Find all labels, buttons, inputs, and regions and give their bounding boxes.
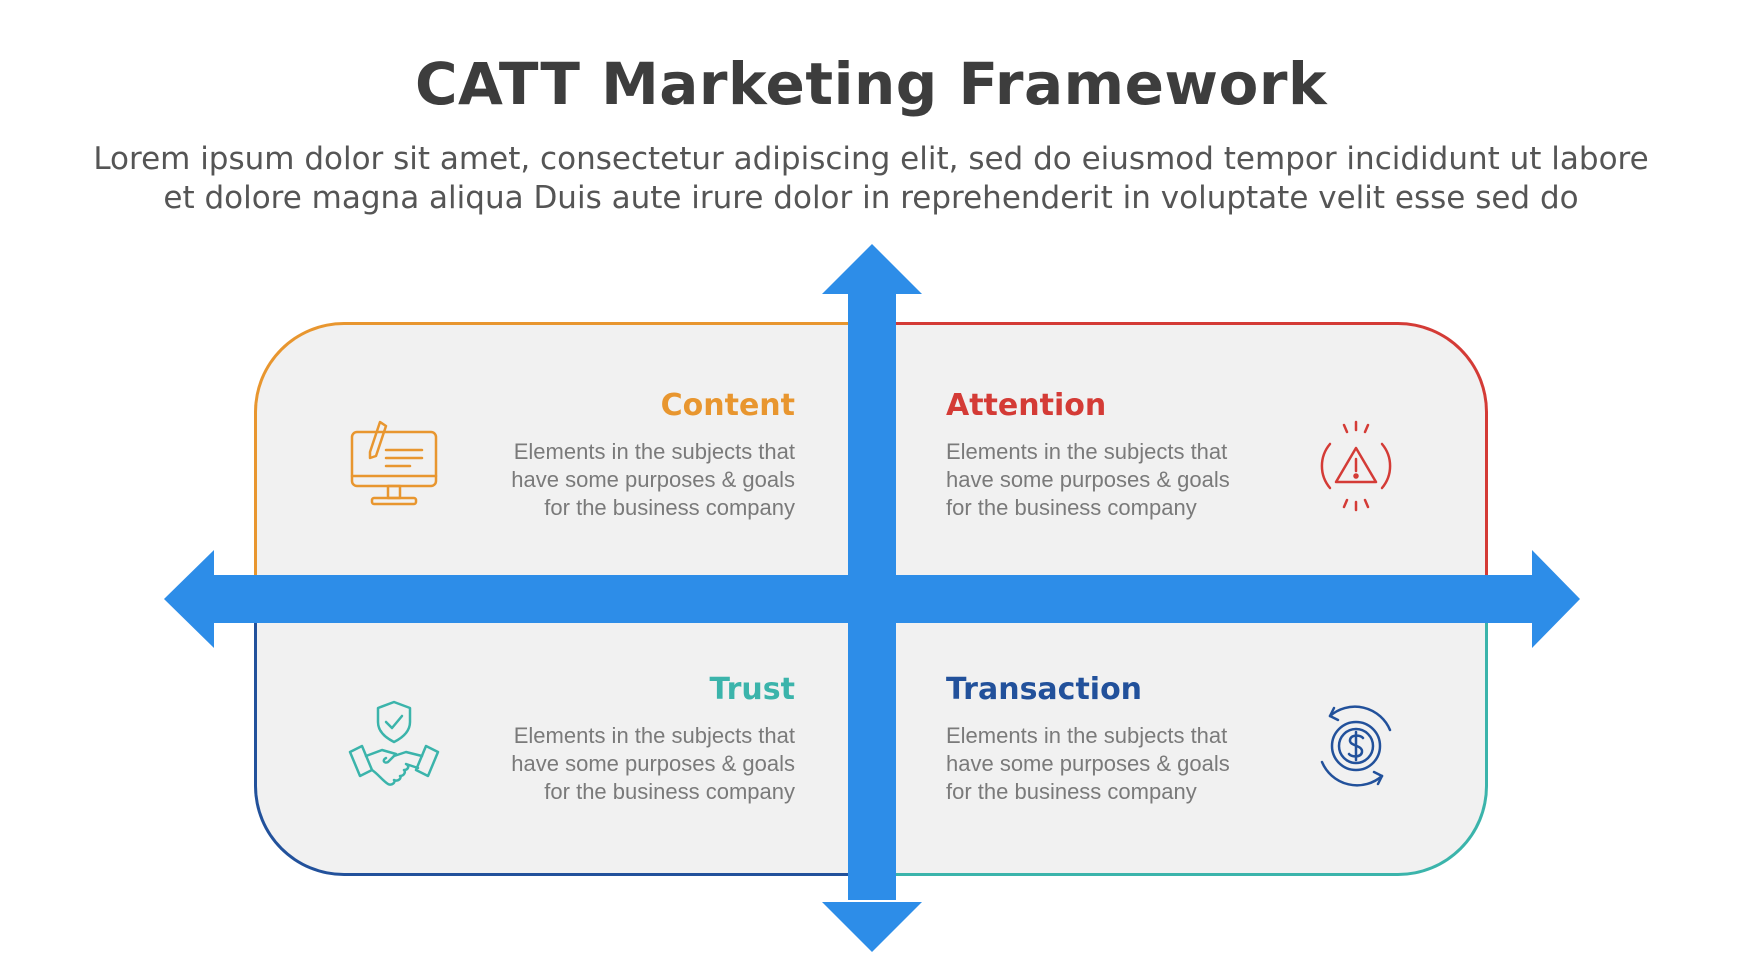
description-line: have some purposes & goals <box>946 467 1230 492</box>
content-block: Content Elements in the subjects that ha… <box>465 388 795 522</box>
description-line: Elements in the subjects that <box>946 723 1228 748</box>
transaction-block: Transaction Elements in the subjects tha… <box>946 672 1276 806</box>
description-line: Elements in the subjects that <box>513 439 795 464</box>
description-line: for the business company <box>946 779 1197 804</box>
dollar-cycle-icon <box>1320 705 1392 787</box>
attention-title: Attention <box>946 388 1107 423</box>
attention-block: Attention Elements in the subjects that … <box>946 388 1276 522</box>
page-subtitle: Lorem ipsum dolor sit amet, consectetur … <box>60 140 1682 218</box>
arrow-head-left <box>164 550 214 648</box>
page-title: CATT Marketing Framework <box>414 50 1328 118</box>
transaction-title: Transaction <box>946 672 1143 707</box>
description-line: for the business company <box>544 495 795 520</box>
description-line: have some purposes & goals <box>511 751 795 776</box>
trust-description: Elements in the subjects that have some … <box>465 722 795 806</box>
arrow-head-down <box>822 902 922 952</box>
trust-block: Trust Elements in the subjects that have… <box>465 672 795 806</box>
subtitle-line: Lorem ipsum dolor sit amet, consectetur … <box>93 141 1649 177</box>
alert-warning-icon <box>1320 420 1392 512</box>
arrow-head-up <box>822 244 922 294</box>
content-description: Elements in the subjects that have some … <box>465 438 795 522</box>
transaction-description: Elements in the subjects that have some … <box>946 722 1276 806</box>
description-line: have some purposes & goals <box>511 467 795 492</box>
trust-border-quadrant-panel <box>848 594 1488 876</box>
subtitle-line: et dolore magna aliqua Duis aute irure d… <box>163 180 1579 216</box>
description-line: have some purposes & goals <box>946 751 1230 776</box>
description-line: Elements in the subjects that <box>513 723 795 748</box>
handshake-shield-icon <box>348 700 440 786</box>
description-line: for the business company <box>544 779 795 804</box>
trust-title: Trust <box>709 672 795 707</box>
description-line: Elements in the subjects that <box>946 439 1228 464</box>
attention-description: Elements in the subjects that have some … <box>946 438 1276 522</box>
transaction-border-quadrant-panel <box>254 594 894 876</box>
description-line: for the business company <box>946 495 1197 520</box>
monitor-pen-icon <box>350 420 438 506</box>
horizontal-arrow-shaft <box>210 575 1540 623</box>
content-title: Content <box>660 388 795 423</box>
arrow-head-right <box>1532 550 1580 648</box>
